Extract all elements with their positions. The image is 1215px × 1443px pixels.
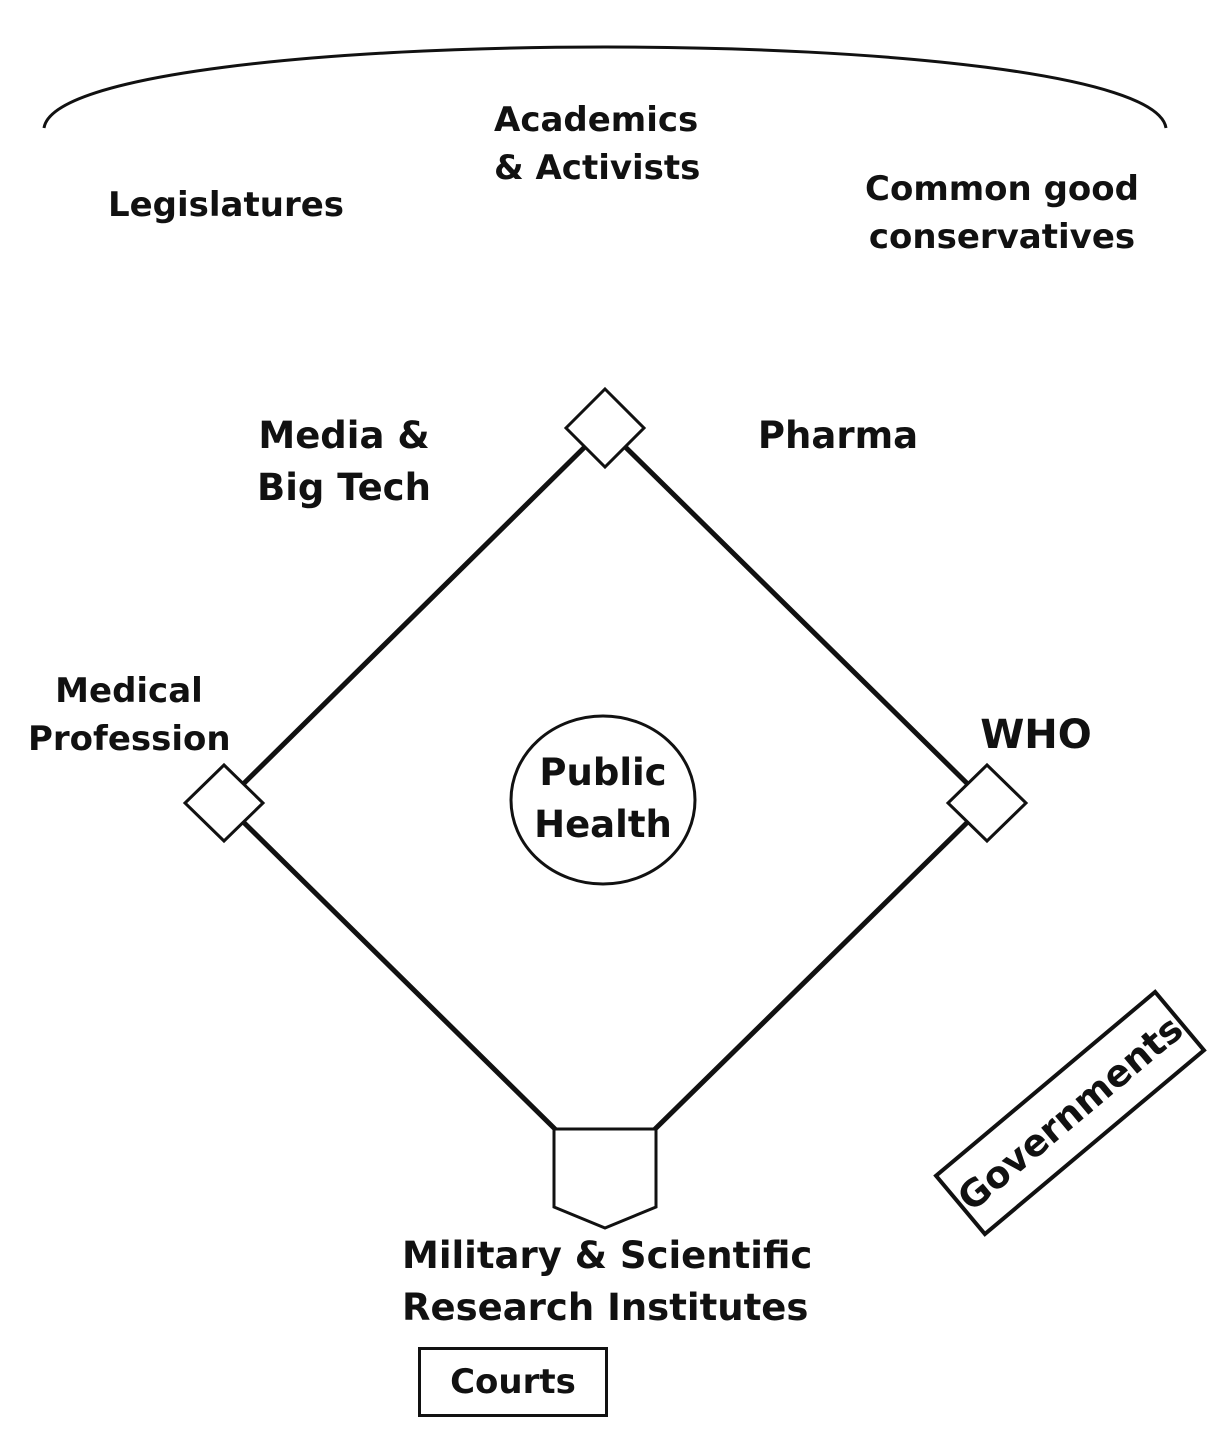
- label-legislatures-text: Legislatures: [107, 185, 345, 225]
- path-third-to-second: [222, 425, 607, 805]
- label-courts: Courts: [450, 1362, 576, 1402]
- label-media-big-tech: Media & Big Tech: [249, 410, 439, 514]
- outfield-arc: [42, 45, 1168, 129]
- home-plate: [552, 1127, 658, 1230]
- label-common-good-line-1: Common good: [865, 169, 1139, 209]
- label-public-health: Public Health: [523, 747, 683, 851]
- label-medical-line-2: Profession: [28, 719, 231, 759]
- path-first-to-home: [650, 801, 989, 1134]
- label-public-health-line-2: Health: [534, 803, 672, 846]
- second-base: [563, 386, 647, 470]
- label-who: WHO: [975, 709, 1097, 761]
- label-medical-profession: Medical Profession: [28, 667, 231, 763]
- label-military-line-2: Research Institutes: [402, 1286, 809, 1329]
- label-academics-line-2: & Activists: [494, 148, 701, 188]
- label-who-text: WHO: [980, 712, 1092, 758]
- third-base: [182, 762, 266, 844]
- label-common-good-conservatives: Common good conservatives: [862, 165, 1142, 261]
- label-legislatures: Legislatures: [104, 181, 348, 229]
- base-paths: [222, 425, 989, 1134]
- label-media-line-1: Media &: [258, 414, 430, 457]
- label-medical-line-1: Medical: [55, 671, 203, 711]
- label-public-health-line-1: Public: [539, 751, 667, 794]
- label-media-line-2: Big Tech: [257, 466, 431, 509]
- label-military-research-institutes: Military & Scientific Research Institute…: [402, 1230, 813, 1334]
- first-base: [945, 762, 1029, 844]
- path-second-to-first: [603, 425, 989, 805]
- label-pharma-text: Pharma: [757, 414, 919, 457]
- label-pharma: Pharma: [755, 410, 921, 462]
- label-common-good-line-2: conservatives: [868, 217, 1136, 257]
- label-academics-line-1: Academics: [494, 100, 699, 140]
- label-military-line-1: Military & Scientific: [402, 1234, 813, 1277]
- path-home-to-third: [222, 801, 560, 1134]
- pitchers-mound-circle: [509, 714, 697, 886]
- label-academics-activists: Academics & Activists: [494, 96, 701, 192]
- courts-box: Courts: [418, 1347, 608, 1417]
